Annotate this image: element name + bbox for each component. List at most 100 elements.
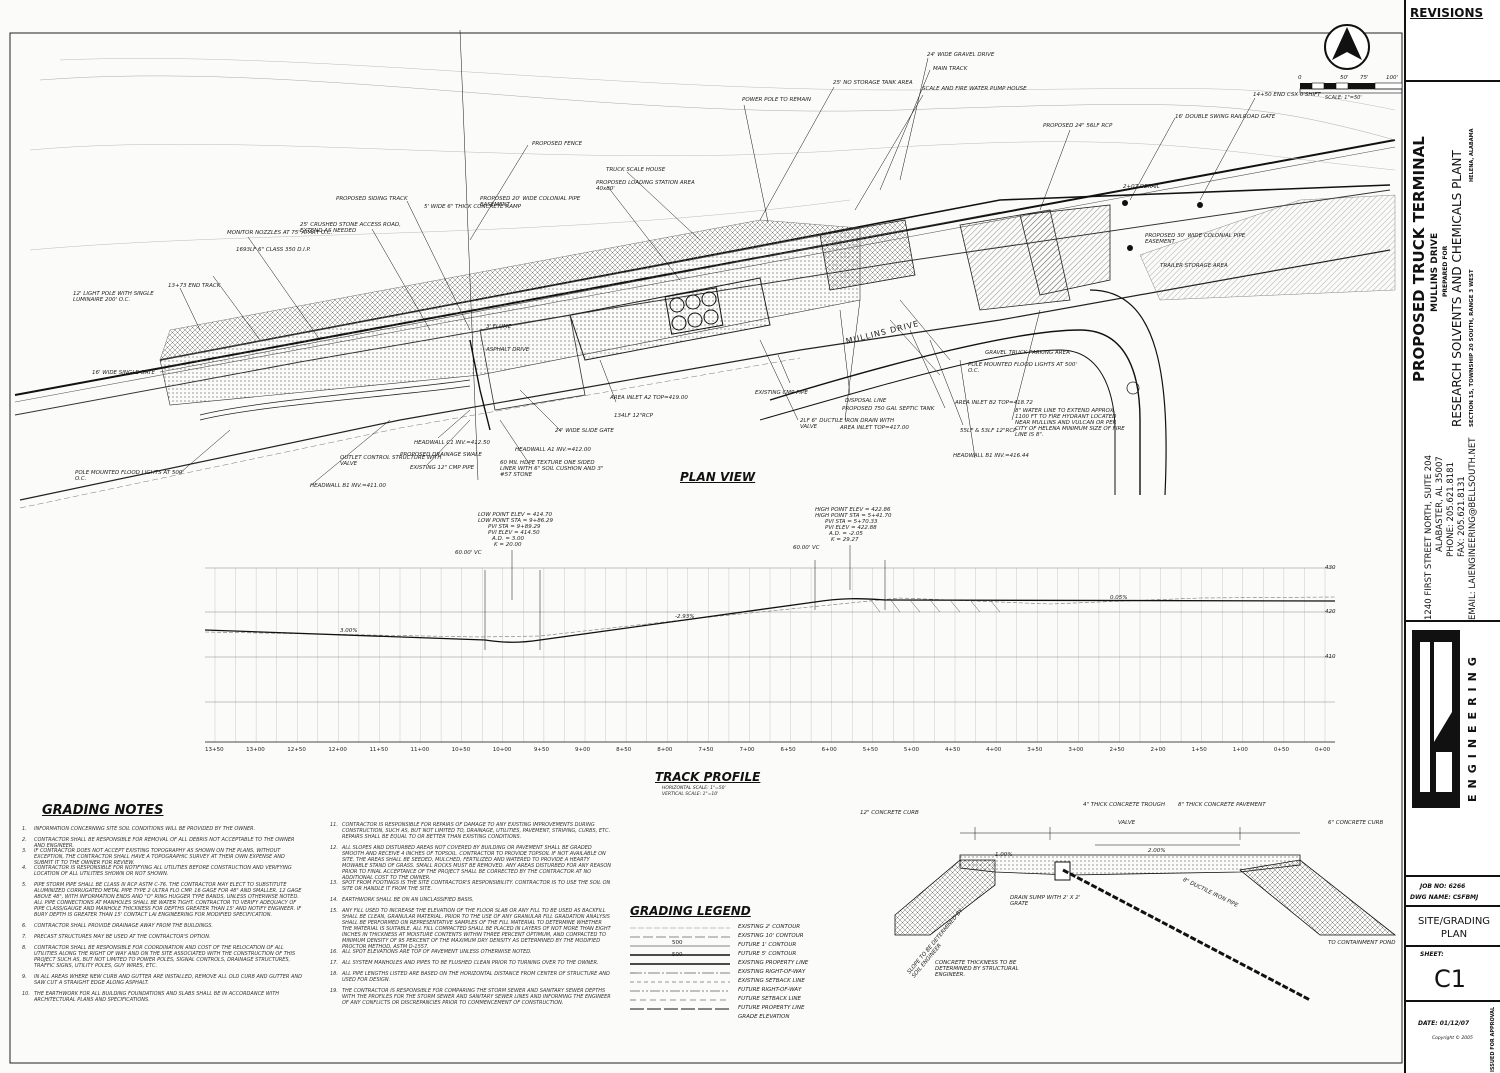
elev-430: 430: [1325, 565, 1336, 571]
plan-callout: AREA INLET TOP=417.00: [840, 425, 909, 431]
legend-item: FUTURE 5' CONTOUR: [738, 951, 797, 957]
plan-callout: EXISTING CMP PIPE: [755, 390, 808, 396]
station-label: 5+50: [862, 747, 878, 753]
plan-callout: OUTLET CONTROL STRUCTURE WITH VALVE: [340, 455, 442, 467]
note-number: 5.: [22, 882, 27, 888]
vc2-line: K = 29.27: [831, 537, 859, 543]
vc1-line: A.D. = 3.00: [492, 536, 524, 542]
address-1: 1240 FIRST STREET NORTH, SUITE 204: [1424, 455, 1434, 620]
legend-item: FUTURE 1' CONTOUR: [738, 942, 797, 948]
plan-callout: 12' LIGHT POLE WITH SINGLE LUMINAIRE 200…: [73, 291, 154, 303]
note-number: 12.: [330, 845, 338, 851]
note-number: 8.: [22, 945, 27, 951]
grading-note: ALL SPOT ELEVATIONS ARE TOP OF PAVEMENT …: [342, 949, 532, 955]
plan-callout: POLE MOUNTED FLOOD LIGHTS AT 500' O.C.: [75, 470, 184, 482]
station-label: 9+50: [533, 747, 549, 753]
grading-note: CONTRACTOR SHALL BE RESPONSIBLE FOR REMO…: [34, 837, 295, 849]
legend-item: FUTURE PROPERTY LINE: [738, 1005, 805, 1011]
legend-item: FUTURE SETBACK LINE: [738, 996, 801, 1002]
leader-lines: [179, 29, 1256, 487]
grading-note: ANY FILL USED TO INCREASE THE ELEVATION …: [342, 908, 611, 950]
plan-callout: 5' WIDE 6" THICK CONCRETE RAMP: [424, 204, 522, 210]
project-title: PROPOSED TRUCK TERMINAL: [1410, 136, 1428, 382]
grading-legend-lines: [630, 927, 730, 1010]
track-profile: [204, 545, 1336, 743]
section-callout: VALVE: [1118, 820, 1136, 826]
property-line: [19, 249, 1391, 501]
note-number: 6.: [22, 923, 27, 929]
legend-item: EXISTING SETBACK LINE: [738, 978, 805, 984]
station-label: 3+50: [1027, 747, 1043, 753]
plan-callout: HEADWALL A1 INV.=412.00: [515, 447, 591, 453]
plan-callout: TRAILER STORAGE AREA: [1160, 263, 1228, 269]
plan-callout: POLE MOUNTED FLOOD LIGHTS AT 500' O.C.: [968, 362, 1077, 374]
firm-logo-icon: [1412, 630, 1460, 808]
vc1-line: LOW POINT STA = 9+86.29: [478, 518, 553, 524]
note-number: 9.: [22, 974, 27, 980]
note-number: 18.: [330, 971, 338, 977]
loading-station-area: [569, 277, 771, 361]
firm-name: ENGINEERING: [1466, 651, 1479, 802]
elev-410: 410: [1325, 654, 1336, 660]
sheet-title-box: SITE/GRADING PLAN: [1406, 907, 1500, 947]
station-label: 4+00: [986, 747, 1002, 753]
station-label: 0+50: [1273, 747, 1289, 753]
client-name: RESEARCH SOLVENTS AND CHEMICALS PLANT: [1450, 150, 1464, 427]
plan-callout: EXISTING 12" CMP PIPE: [410, 465, 475, 471]
scale-tick-100: 100': [1386, 75, 1399, 81]
section-callout: DRAIN SUMP WITH 2' X 2' GRATE: [1010, 895, 1081, 907]
grading-note: IF CONTRACTOR DOES NOT ACCEPT EXISTING T…: [34, 848, 285, 866]
issued-stamp: ISSUED FOR APPROVAL: [1490, 1006, 1496, 1072]
sheet-border: [9, 32, 1403, 1064]
sheet-number-box: SHEET: C1: [1406, 947, 1500, 1002]
station-label: 3+00: [1068, 747, 1084, 753]
legend-item: EXISTING PROPERTY LINE: [738, 960, 809, 966]
phone: PHONE: 205.621.8181: [1446, 462, 1456, 557]
vc1-line: PVI STA = 9+89.29: [488, 524, 541, 530]
station-label: 12+00: [328, 747, 347, 753]
plan-callout: 1693LF 6" CLASS 350 D.I.P.: [236, 247, 311, 253]
plan-callout: PROPOSED 20' WIDE COLONIAL PIPE EASEMENT: [480, 196, 581, 208]
vc1-length: 60.00' VC: [455, 550, 482, 556]
grading-note: SPOT FROM FOOTINGS IS THE SITE CONTRACTO…: [342, 880, 611, 892]
sheet-label: SHEET:: [1420, 951, 1444, 958]
station-label: 7+50: [698, 747, 714, 753]
note-number: 1.: [22, 826, 27, 832]
title-block: REVISIONS PROPOSED TRUCK TERMINAL MULLIN…: [1404, 0, 1500, 1073]
plan-callout: MAIN TRACK: [933, 66, 968, 72]
legend-item: FUTURE RIGHT-OF-WAY: [738, 987, 802, 993]
section-callout: 4" THICK CONCRETE TROUGH: [1083, 802, 1166, 808]
station-label: 6+00: [821, 747, 837, 753]
sheet-number: C1: [1434, 965, 1467, 993]
typical-section: [894, 827, 1397, 1002]
plan-callout: GRAVEL TRUCK PARKING AREA: [985, 350, 1070, 356]
section-callout: TO CONTAINMENT POND: [1328, 940, 1396, 946]
plan-callout: 14+50 END CSX 0'SHIFT: [1253, 92, 1321, 98]
vc2-line: PVI ELEV = 422.88: [825, 525, 877, 531]
grading-note: CONTRACTOR SHALL PROVIDE DRAINAGE AWAY F…: [34, 923, 213, 929]
legend-item: EXISTING RIGHT-OF-WAY: [738, 969, 806, 975]
drainage-swale: [469, 339, 491, 431]
grade-2: -2.93%: [675, 614, 695, 620]
vc2-info: HIGH POINT ELEV = 422.86 HIGH POINT STA …: [815, 507, 891, 543]
station-label: 5+00: [903, 747, 919, 753]
north-arrow-icon: [1324, 24, 1370, 70]
pump-house-area: [819, 219, 916, 291]
plan-callout: POWER POLE TO REMAIN: [742, 97, 812, 103]
job-info-box: JOB NO: 6266 DWG NAME: CSFBMJ: [1406, 877, 1500, 907]
station-label: 8+00: [657, 747, 673, 753]
plan-view-title: PLAN VIEW: [680, 470, 756, 484]
grading-note: THE EARTHWORK FOR ALL BUILDING FOUNDATIO…: [34, 991, 280, 1003]
station-label: 11+00: [410, 747, 430, 753]
plan-callout: 24' WIDE GRAVEL DRIVE: [927, 52, 995, 58]
note-number: 19.: [330, 988, 338, 994]
revisions-box: REVISIONS: [1406, 0, 1500, 82]
grade-3: 0.05%: [1110, 595, 1128, 601]
plan-callout: PROPOSED DRAINAGE SWALE: [400, 452, 482, 458]
vc2-length: 60.00' VC: [793, 545, 820, 551]
station-label: 1+50: [1191, 747, 1207, 753]
plan-callout: 3' FLUME: [486, 324, 512, 330]
existing-ground-profile: [204, 596, 1336, 638]
plan-callout: AREA INLET A2 TOP=419.00: [610, 395, 688, 401]
